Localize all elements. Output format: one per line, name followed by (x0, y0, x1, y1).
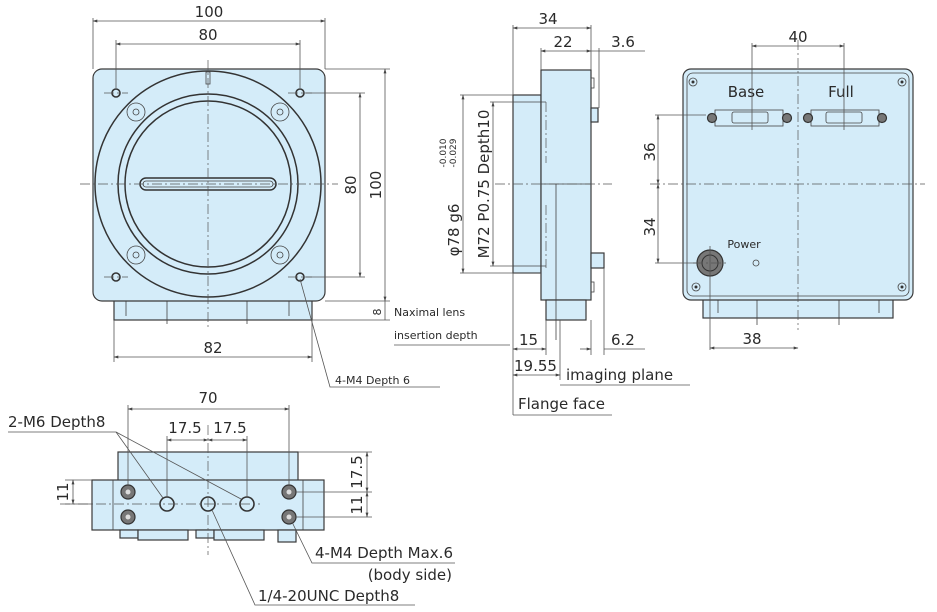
front-height-dim: 100 (367, 171, 385, 200)
m4-note-line2: (body side) (368, 566, 452, 584)
side-view: 34 22 3.6 φ78 g6 -0.010 -0.029 M72 P0.75… (439, 10, 690, 416)
side-connector-dim: 3.6 (611, 33, 635, 51)
front-screw-note: 4-M4 Depth 6 (335, 374, 410, 387)
front-view: 100 80 80 100 8 Naximal lens insertion d… (80, 3, 510, 388)
side-body (540, 69, 592, 301)
base-connector (706, 109, 793, 127)
bottom-view: 70 17.5 17.5 17.5 11 11 2-M6 Depth8 4-M4… (8, 389, 455, 606)
bottom-hole-spacing-left-dim: 17.5 (168, 419, 201, 437)
m6-note: 2-M6 Depth8 (8, 413, 105, 431)
rear-corner-screws (688, 77, 907, 292)
front-hole-spacing-v-dim: 80 (342, 175, 360, 194)
side-body-depth-dim: 22 (553, 33, 572, 51)
side-dim-15: 15 (519, 331, 538, 349)
m4-note-line1: 4-M4 Depth Max.6 (315, 544, 453, 562)
front-lens-depth-dim: 8 (371, 309, 384, 316)
front-base-width-dim: 82 (203, 339, 222, 357)
rear-offset-power-dim: 34 (641, 217, 659, 236)
front-mount-screws (126, 102, 290, 265)
rear-view: Base Full Power 40 36 34 38 (641, 28, 925, 350)
lens-depth-note-line1: Naximal lens (394, 306, 465, 319)
side-tolerance-upper: -0.010 (439, 138, 449, 167)
side-dim-19-55: 19.55 (514, 357, 557, 375)
side-depth-total-dim: 34 (538, 10, 557, 28)
rear-power-offset-dim: 38 (742, 330, 761, 348)
side-dim-6-2: 6.2 (611, 331, 635, 349)
bottom-width-dim: 70 (198, 389, 217, 407)
power-label: Power (727, 238, 761, 251)
bottom-left-height-dim: 11 (54, 482, 72, 501)
side-base (545, 299, 587, 321)
bottom-height-upper-dim: 17.5 (348, 455, 366, 488)
side-thread-dim: M72 P0.75 Depth10 (475, 110, 493, 259)
base-connector-label: Base (728, 83, 765, 101)
bottom-height-lower-dim: 11 (348, 495, 366, 514)
lens-depth-note-line2: insertion depth (394, 329, 478, 342)
power-led (752, 259, 760, 267)
front-hole-spacing-h-dim: 80 (198, 26, 217, 44)
bottom-hole-spacing-right-dim: 17.5 (213, 419, 246, 437)
full-connector-label: Full (828, 83, 854, 101)
side-tolerance-lower: -0.029 (449, 138, 459, 167)
flange-face-label: Flange face (518, 395, 605, 413)
rear-offset-top-dim: 36 (641, 142, 659, 161)
rear-connector-spacing-dim: 40 (788, 28, 807, 46)
bottom-connectors (119, 529, 297, 543)
front-m4-holes (111, 88, 305, 282)
side-mount-diameter-dim: φ78 g6 (445, 204, 463, 257)
full-connector (802, 109, 888, 127)
imaging-plane-label: imaging plane (566, 366, 673, 384)
unc-note: 1/4-20UNC Depth8 (258, 587, 399, 605)
front-width-dim: 100 (195, 3, 224, 21)
